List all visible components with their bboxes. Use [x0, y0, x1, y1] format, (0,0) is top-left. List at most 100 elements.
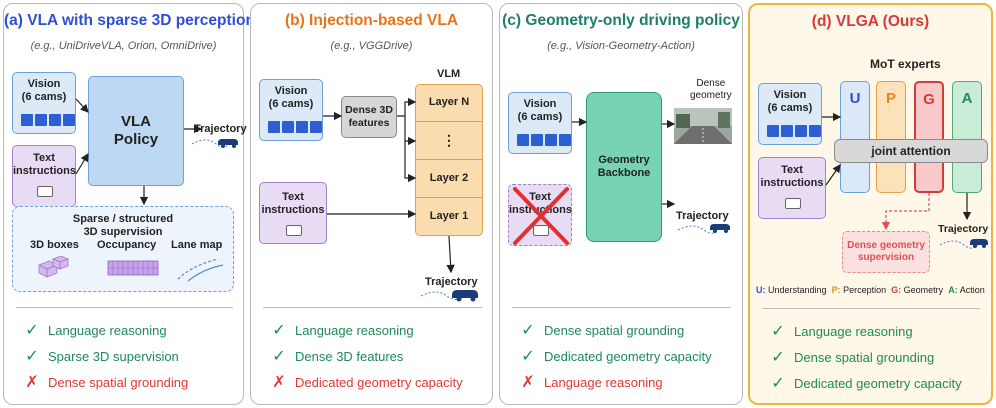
cross-mark: ✗ — [272, 374, 286, 391]
check-label: Dense spatial grounding — [794, 349, 935, 365]
panel-a-arrows — [75, 98, 238, 206]
expert-letter: A — [961, 90, 973, 107]
check-item: ✗ Language reasoning — [518, 372, 663, 392]
check-label: Language reasoning — [48, 322, 167, 338]
cross-mark: ✗ — [521, 374, 535, 391]
check-mark: ✓ — [25, 348, 39, 365]
vlm-label: VLM — [437, 68, 461, 80]
panel-d-title: (d) VLGA (Ours) — [811, 13, 930, 30]
vision-label: Vision (6 cams) — [268, 85, 314, 111]
lane-map-icon — [177, 258, 224, 282]
check-item: ✓ Sparse 3D supervision — [22, 346, 179, 366]
panel-b-subtitle: (e.g., VGGDrive) — [330, 40, 413, 52]
dense-label: Dense 3D features — [345, 104, 393, 129]
expert-p: P — [876, 81, 906, 193]
supervision-label: Dense geometry supervision — [847, 240, 925, 263]
panel-a: (a) VLA with sparse 3D perception (e.g.,… — [3, 3, 255, 405]
expert-letter: U — [849, 90, 861, 107]
layer-label: ⋮ — [442, 132, 456, 149]
check-label: Dense spatial grounding — [544, 322, 685, 338]
check-item: ✗Dedicated geometry capacity — [269, 372, 462, 392]
lanemap-label: Lane map — [171, 239, 223, 251]
occupancy-label: Occupancy — [97, 239, 157, 251]
text-label: Text instructions — [509, 191, 572, 217]
text-input-box: Text instructions — [259, 182, 327, 244]
dense-supervision-box: Dense geometry supervision — [842, 231, 930, 273]
text-input-box-disabled: Text instructions — [508, 184, 572, 246]
trajectory-label: Trajectory — [425, 276, 478, 288]
check-label: Dense 3D features — [295, 348, 404, 364]
check-mark: ✓ — [521, 348, 535, 365]
trajectory-label: Trajectory — [676, 210, 729, 222]
cross-out-icon — [513, 187, 569, 245]
panel-c-subtitle: (e.g., Vision-Geometry-Action) — [547, 40, 695, 52]
expert-a: A — [952, 81, 982, 193]
layer-2-box: Layer 2 — [415, 160, 483, 198]
check-label: Language reasoning — [794, 323, 913, 339]
panel-b-arrows — [323, 97, 478, 302]
panel-c-title: (c) Geometry-only driving policy — [502, 12, 740, 29]
joint-label: joint attention — [871, 143, 951, 158]
mot-experts-label: MoT experts — [870, 57, 941, 71]
sparse-label: Sparse / structured 3D supervision — [72, 213, 174, 239]
divider — [512, 307, 731, 308]
expert-letter: P — [885, 90, 896, 107]
check-item: ✓ Dense spatial grounding — [518, 320, 684, 340]
trajectory-label: Trajectory — [194, 123, 247, 135]
legend-text: Action — [959, 285, 985, 295]
layer-n-box: Layer N — [415, 84, 483, 122]
vision-input-box: Vision (6 cams) — [758, 83, 822, 145]
vision-input-box: Vision (6 cams) — [508, 92, 572, 154]
vision-input-box: Vision (6 cams) — [259, 79, 323, 141]
check-mark: ✓ — [771, 349, 785, 366]
check-mark: ✓ — [272, 348, 286, 365]
vlm-stack — [415, 84, 483, 236]
check-label: Language reasoning — [295, 322, 414, 338]
panel-d: (d) VLGA (Ours) MoT experts Vision (6 ca… — [748, 3, 993, 405]
legend-key-a: A: — [948, 285, 958, 295]
cross-mark: ✗ — [25, 374, 39, 391]
check-mark: ✓ — [521, 322, 535, 339]
legend-key-u: U: — [756, 285, 766, 295]
car-icon — [970, 239, 988, 248]
boxes-label: 3D boxes — [30, 239, 79, 251]
backbone-label: Geometry Backbone — [597, 153, 651, 179]
sparse-supervision-box: Sparse / structured 3D supervision 3D bo… — [12, 206, 234, 292]
legend-text: Perception — [843, 285, 887, 295]
check-item: ✗ Dense spatial grounding — [22, 372, 188, 392]
check-mark: ✓ — [25, 322, 39, 339]
panel-a-subtitle: (e.g., UniDriveVLA, Orion, OmniDrive) — [30, 40, 217, 52]
car-icon — [218, 139, 238, 148]
car-icon — [710, 224, 730, 233]
camera-icons — [268, 121, 322, 133]
panel-b: (b) Injection-based VLA (e.g., VGGDrive)… — [250, 3, 493, 405]
joint-attention-bar: joint attention — [834, 139, 988, 163]
legend-text: Understanding — [768, 285, 827, 295]
expert-g: G — [914, 81, 944, 193]
check-label: Dense spatial grounding — [48, 374, 189, 390]
layer-ellipsis: ⋮ — [415, 122, 483, 160]
dense-geometry-image — [674, 108, 732, 144]
layer-label: Layer 1 — [429, 210, 469, 223]
text-label: Text instructions — [261, 191, 325, 217]
expert-legend: U: Understanding P: Perception G: Geomet… — [756, 285, 985, 295]
panel-c-arrows — [572, 117, 730, 234]
check-item: ✓ Language reasoning — [22, 320, 167, 340]
text-label: Text instructions — [13, 152, 76, 178]
check-label: Dedicated geometry capacity — [544, 348, 712, 364]
check-label: Language reasoning — [544, 374, 663, 390]
vision-label: Vision (6 cams) — [767, 89, 813, 115]
camera-icons — [21, 114, 75, 126]
check-label: Sparse 3D supervision — [48, 348, 179, 364]
panel-c: (c) Geometry-only driving policy (e.g., … — [499, 3, 743, 405]
vision-label: Vision (6 cams) — [21, 78, 67, 104]
panel-a-title: (a) VLA with sparse 3D perception — [4, 12, 255, 29]
check-item: ✓ Dense 3D features — [269, 346, 403, 366]
car-icon — [452, 290, 478, 302]
policy-label: VLA Policy — [113, 113, 159, 148]
vision-label: Vision (6 cams) — [517, 98, 563, 124]
check-item: ✓Dedicated geometry capacity — [768, 373, 961, 393]
speech-bubble-icon — [533, 225, 549, 236]
check-item: ✓Language reasoning — [768, 321, 913, 341]
check-mark: ✓ — [771, 375, 785, 392]
